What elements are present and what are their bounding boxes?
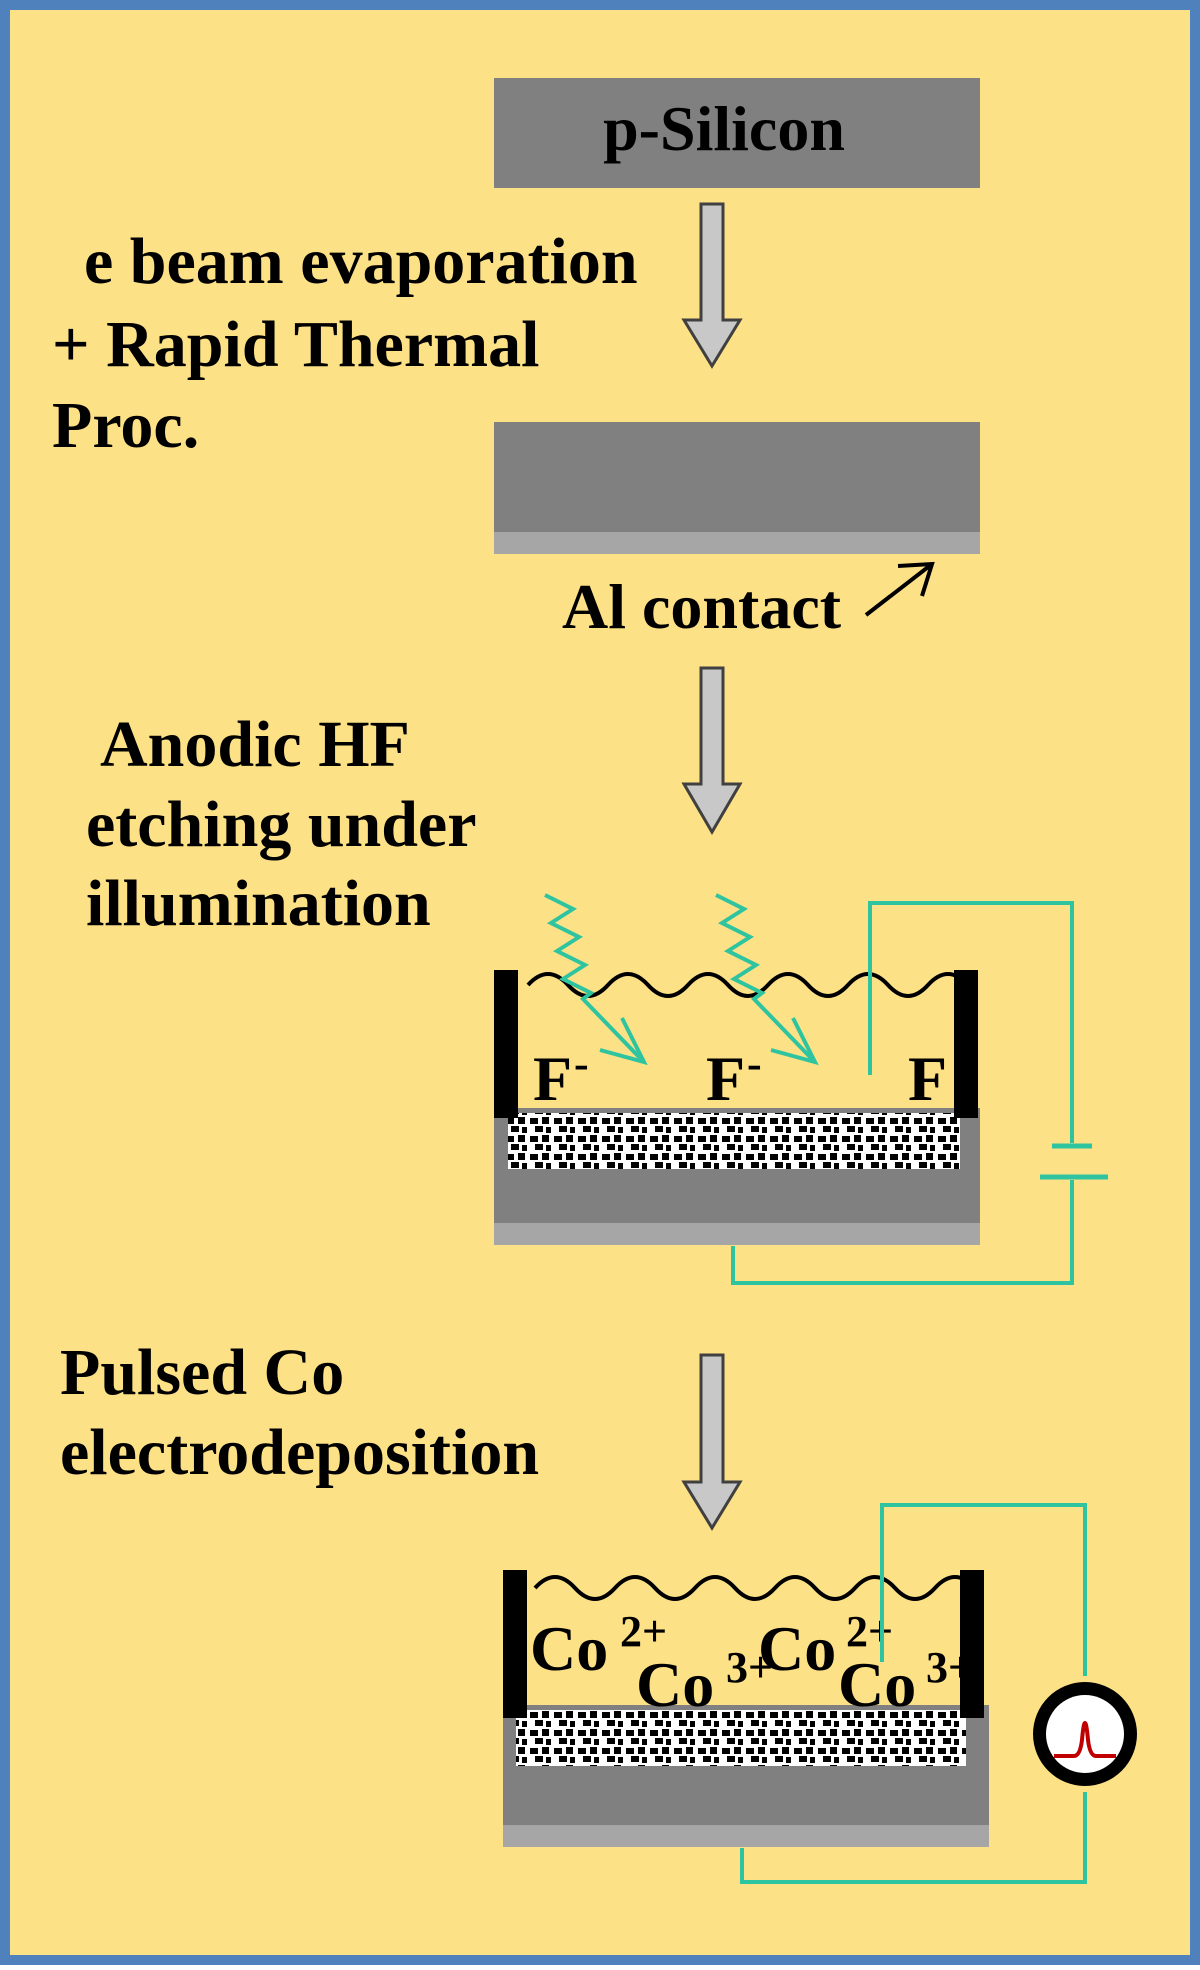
fluoride-charge-2: - [747, 1039, 762, 1088]
electrolyte-surface [533, 1575, 977, 1601]
step1-line2: + Rapid Thermal [52, 308, 539, 381]
cell1-al-contact [494, 1223, 980, 1245]
cell2-al-contact [503, 1825, 989, 1847]
al-contact-layer [494, 532, 980, 554]
step2-line3: illumination [86, 867, 431, 940]
fluoride-ion-2: F [706, 1043, 745, 1114]
co3-charge-2: 3+ [926, 1643, 973, 1692]
al-pointer-arrow-icon [864, 561, 935, 617]
al-contact-label: Al contact [562, 571, 842, 642]
p-silicon-label: p-Silicon [603, 93, 845, 164]
etching-cell [494, 970, 980, 1245]
porous-silicon-layer [508, 1113, 960, 1169]
step3-line1: Pulsed Co [60, 1336, 344, 1409]
fluoride-ion-1: F [533, 1043, 572, 1114]
electrolyte-surface [526, 972, 970, 998]
cell2-silicon-base [503, 1780, 989, 1825]
co2-ion-1: Co [530, 1613, 608, 1684]
down-arrow-icon [681, 202, 743, 369]
co2-charge-2: 2+ [846, 1607, 893, 1656]
step2-line2: etching under [86, 788, 477, 861]
pulse-generator-icon [1033, 1682, 1137, 1786]
step3-line2: electrodeposition [60, 1416, 539, 1489]
co2-charge-1: 2+ [620, 1607, 667, 1656]
cell1-left-wall [494, 970, 518, 1118]
down-arrow-icon [681, 666, 743, 835]
cell1-right-wall [954, 970, 978, 1118]
fluoride-charge-1: - [574, 1039, 589, 1088]
co2-ion-2: Co [758, 1613, 836, 1684]
step1-line1: e beam evaporation [84, 225, 638, 298]
silicon-wafer [494, 422, 980, 532]
p-silicon-block [494, 78, 980, 188]
battery-icon [1040, 1143, 1108, 1180]
cell1-silicon-base [494, 1183, 980, 1223]
step1-line3: Proc. [52, 389, 199, 462]
photon-wavy-arrow-icon [715, 893, 819, 1066]
co3-ion-2: Co [838, 1649, 916, 1720]
deposition-circuit [740, 1503, 1087, 1884]
co3-ion-1: Co [636, 1649, 714, 1720]
down-arrow-icon [681, 1353, 743, 1531]
deposition-cell [503, 1570, 989, 1847]
fluoride-ion-3: F [908, 1043, 947, 1114]
cobalt-filled-porous-layer [516, 1710, 966, 1766]
cell2-left-wall [503, 1570, 527, 1718]
photon-wavy-arrow-icon [544, 893, 648, 1066]
step2-line1: Anodic HF [100, 708, 410, 781]
co3-charge-1: 3+ [726, 1643, 773, 1692]
cell2-right-wall [960, 1570, 984, 1718]
